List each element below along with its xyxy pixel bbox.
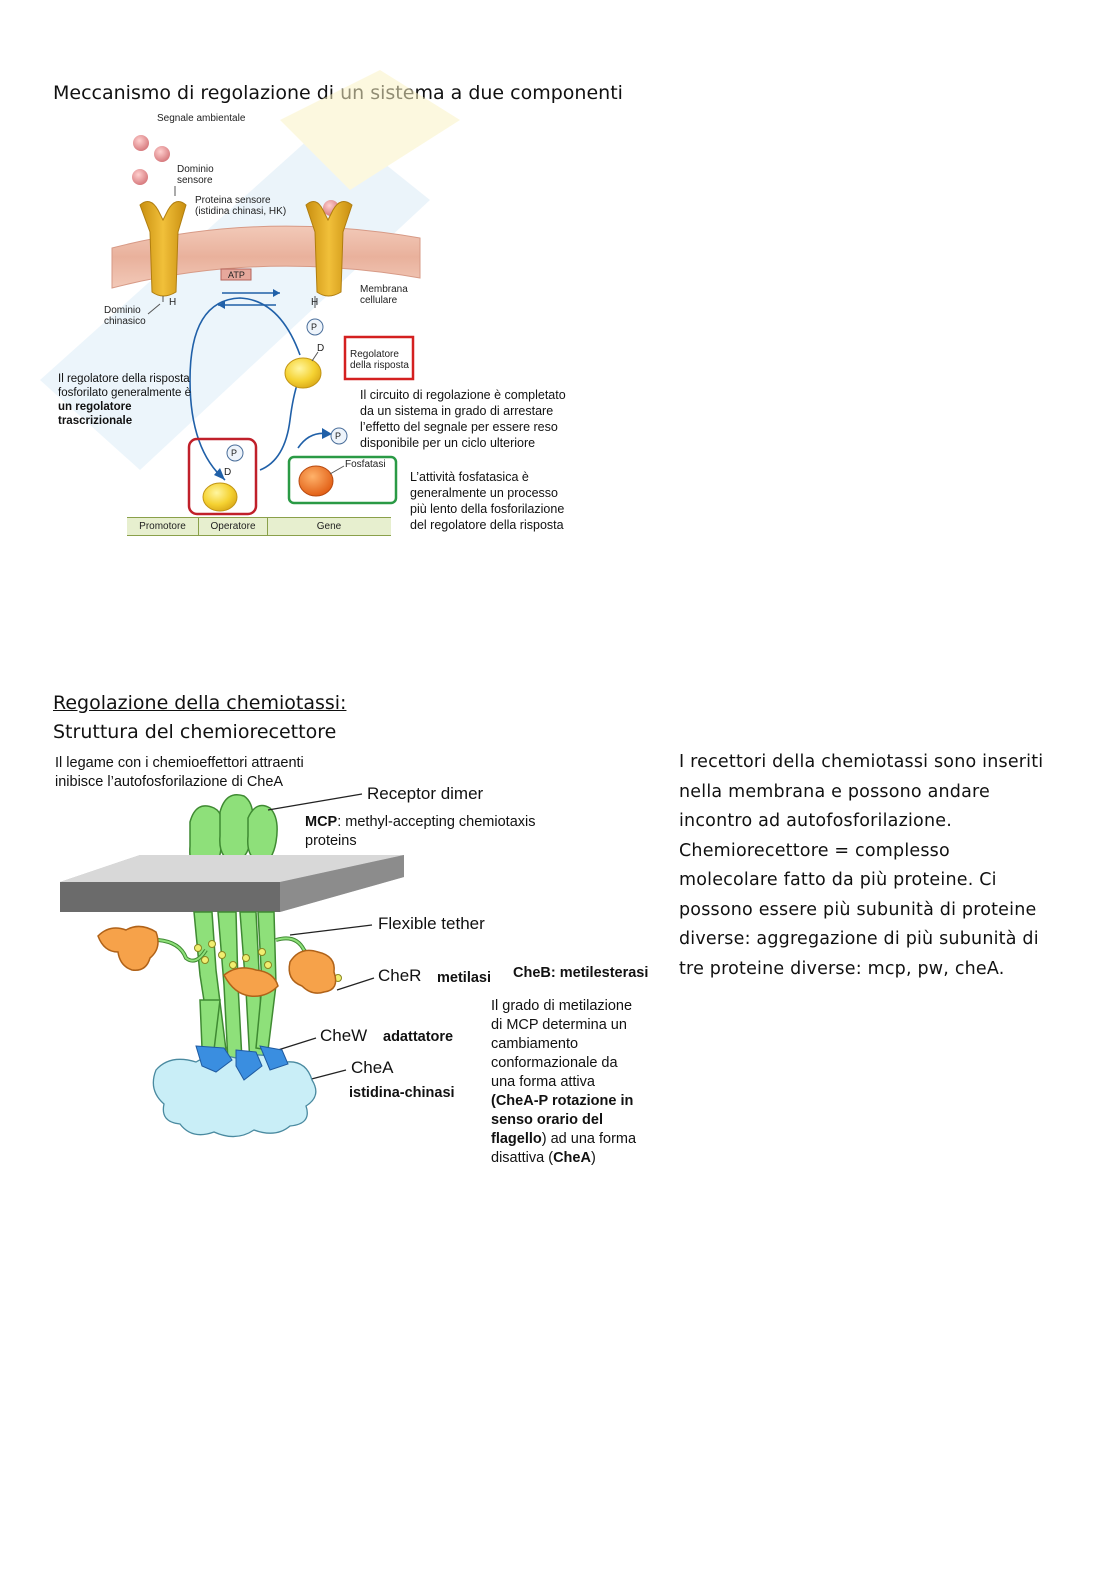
regulator-highlight-box — [343, 335, 415, 381]
caption-regulation-circuit: Il circuito di regolazione è completato … — [360, 388, 566, 450]
kinase-domain-label: Dominio chinasico — [104, 305, 146, 327]
signal-molecule — [132, 169, 148, 185]
response-regulator — [284, 357, 322, 389]
promoter-cell: Promotore — [127, 518, 199, 535]
sensor-protein-right — [305, 200, 353, 297]
operator-highlight-box — [187, 437, 258, 516]
gene-cell: Gene — [316, 521, 342, 532]
signal-label: Segnale ambientale — [157, 113, 246, 124]
cycle-arrow — [189, 297, 301, 481]
section2-title: Regolazione della chemiotassi: — [53, 692, 347, 714]
phosphatase-highlight-box — [287, 455, 398, 505]
atp-label: ATP — [228, 270, 245, 280]
phosphatase-label: Fosfatasi — [345, 459, 386, 470]
caption-transcriptional-regulator: Il regolatore della risposta fosforilato… — [58, 373, 191, 427]
caption-phosphatase-activity: L’attività fosfatasica è generalmente un… — [410, 470, 565, 532]
atp-box — [220, 268, 252, 281]
phosphate-label: P — [335, 431, 342, 441]
sensor-protein-label: Proteina sensore (istidina chinasi, HK) — [195, 195, 287, 217]
bound-regulator — [202, 482, 238, 512]
chemoreceptor-diagram — [60, 793, 404, 1138]
mcp-label: MCP: methyl-accepting chemiotaxis protei… — [305, 814, 536, 849]
regulator-label: Regolatore della risposta — [350, 349, 409, 371]
operator-cell: Operatore — [199, 518, 268, 535]
phosphate-circle — [330, 427, 348, 445]
receptor-dimer-label: Receptor dimer — [367, 784, 484, 803]
cheb-label: CheB: metilesterasi — [513, 965, 649, 981]
phosphate-circle — [226, 444, 244, 462]
chea-enzyme — [152, 1054, 317, 1138]
methyl-sites — [194, 940, 342, 982]
chea-description: istidina-chinasi — [349, 1085, 455, 1101]
phosphate-label: P — [311, 322, 318, 332]
signal-molecule — [154, 146, 170, 162]
phosphatase-enzyme — [298, 465, 334, 497]
gene-bar: Promotore Operatore Gene — [127, 517, 391, 536]
signal-molecule — [133, 135, 149, 151]
binding-note: Il legame con i chemioeffettori attraent… — [55, 755, 304, 790]
histidine-left-label: H — [169, 297, 177, 308]
methylation-caption: Il grado di metilazione di MCP determina… — [491, 998, 637, 1166]
chew-label: CheW — [320, 1026, 368, 1045]
two-component-diagram — [40, 70, 460, 516]
section2-subtitle: Struttura del chemiorecettore — [53, 721, 337, 743]
chea-label: CheA — [351, 1058, 394, 1077]
cher-description: metilasi — [437, 970, 491, 986]
chew-adapter — [195, 1045, 289, 1081]
sensor-protein-left — [139, 200, 187, 297]
chemotaxis-paragraph: I recettori della chemiotassi sono inser… — [679, 752, 1044, 979]
sensor-domain-label: Dominio sensore — [177, 164, 214, 186]
histidine-right-label: H — [311, 297, 319, 308]
phosphate-label: P — [231, 448, 238, 458]
chew-description: adattatore — [383, 1029, 454, 1045]
flexible-tether-label: Flexible tether — [378, 914, 485, 933]
phosphate-circle — [306, 318, 324, 336]
aspartate-label: D — [317, 343, 325, 354]
cher-enzyme — [97, 925, 337, 998]
membrane-label: Membrana cellulare — [360, 284, 408, 306]
aspartate-label: D — [224, 467, 232, 478]
cher-label: CheR — [378, 966, 422, 985]
